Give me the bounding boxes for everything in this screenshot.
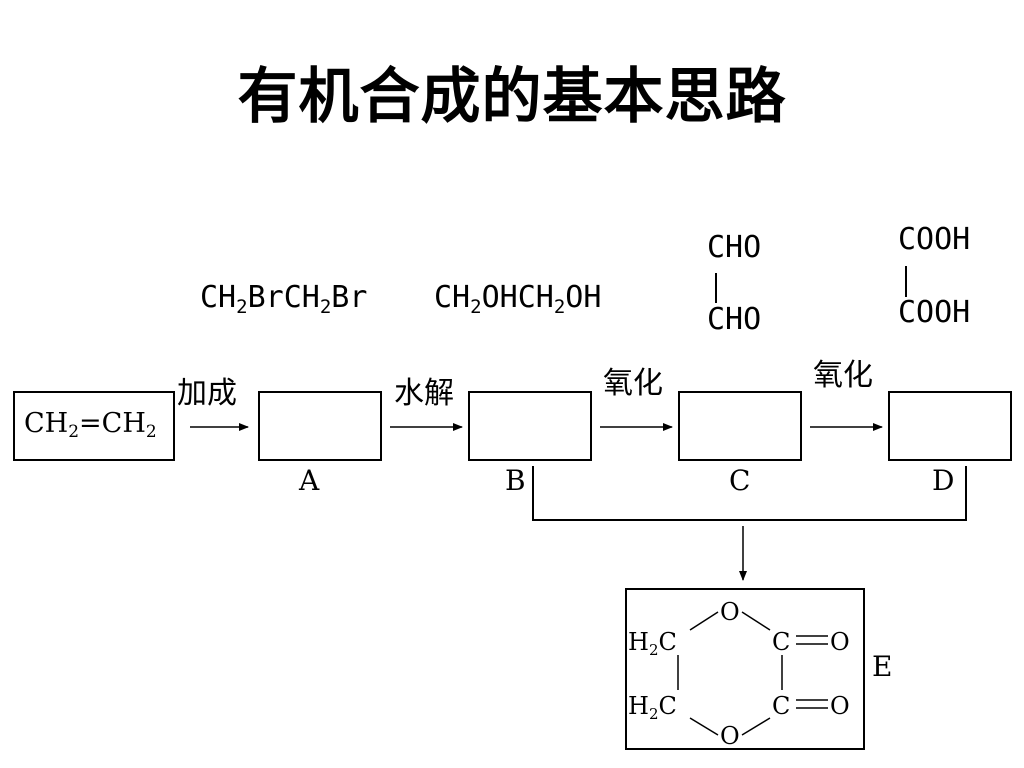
ring-c-top: C [772, 628, 790, 656]
box-start [13, 391, 175, 461]
start-compound: CH2=CH2 [24, 408, 157, 442]
step-label-hydrolysis: 水解 [394, 376, 454, 411]
ring-c-bottom: C [772, 692, 790, 720]
page-title: 有机合成的基本思路 [237, 62, 787, 132]
step-label-oxidation-2: 氧化 [813, 358, 873, 393]
start-compound-sub1: 2 [68, 422, 80, 442]
formula-d-bottom: COOH [898, 295, 971, 330]
formula-a-sub2: 2 [319, 296, 332, 318]
formula-b-part3: OH [565, 280, 602, 315]
ring-o-bottom: O [720, 722, 740, 750]
formula-b: CH2OHCH2OH [434, 280, 602, 318]
bond-ch2-o-bottom [689, 717, 719, 736]
formula-b-sub2: 2 [553, 296, 566, 318]
start-compound-sub2: 2 [145, 422, 157, 442]
formula-b-part1: CH [434, 280, 471, 315]
step-label-addition: 加成 [177, 376, 237, 411]
formula-a-sub1: 2 [236, 296, 248, 318]
formula-c-top: CHO [707, 230, 762, 265]
box-e [625, 588, 865, 750]
ring-o-dbl-top: O [830, 628, 850, 656]
connector-b-d [532, 466, 967, 521]
ring-structure-e [677, 611, 828, 736]
bond-o-c-top [741, 611, 771, 631]
box-letter-d: D [932, 464, 955, 497]
box-b [468, 391, 592, 461]
formula-d-top: COOH [898, 222, 971, 257]
formula-a-part3: Br [331, 280, 368, 315]
ring-h-top: H2C [628, 628, 677, 659]
start-compound-eq-ch: =CH [79, 408, 146, 439]
ring-h-bottom: H2C [628, 692, 677, 723]
formula-a: CH2BrCH2Br [200, 280, 368, 318]
box-d [888, 391, 1012, 461]
box-letter-b: B [505, 464, 526, 497]
bond-o-c-bottom [741, 717, 771, 736]
box-c [678, 391, 802, 461]
start-compound-ch: CH [24, 408, 69, 439]
box-letter-c: C [729, 464, 751, 497]
box-letter-a: A [299, 464, 320, 497]
box-letter-e: E [872, 650, 893, 683]
step-label-oxidation-1: 氧化 [603, 366, 663, 401]
ring-o-top: O [720, 598, 740, 626]
bond-ch2-o-top [689, 611, 719, 631]
box-a [258, 391, 382, 461]
formula-a-part1: CH [200, 280, 237, 315]
ring-o-dbl-bottom: O [830, 692, 850, 720]
formula-b-part2: OHCH [481, 280, 554, 315]
formula-b-sub1: 2 [470, 296, 482, 318]
formula-a-part2: BrCH [247, 280, 320, 315]
formula-c-bottom: CHO [707, 302, 762, 337]
